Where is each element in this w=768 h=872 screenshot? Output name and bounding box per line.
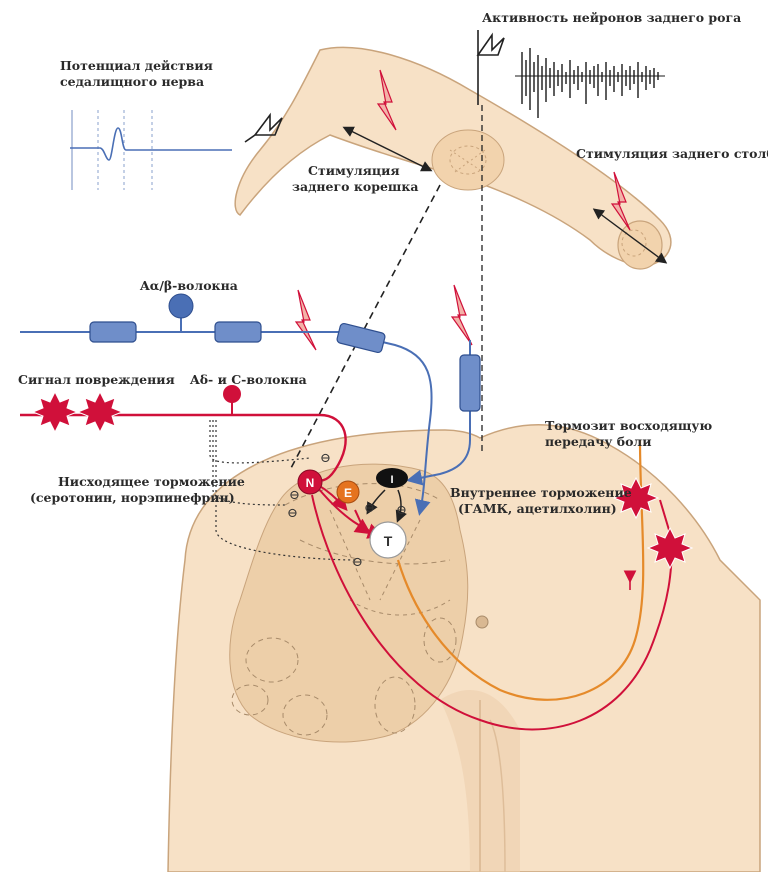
descending-inhibition-label-2: (серотонин, норэпинефрин) <box>30 490 235 505</box>
dorsal-root-stim-label-2: заднего корешка <box>292 179 418 194</box>
inhibits-ascending-label-2: передачу боли <box>545 434 652 449</box>
adelta-c-fibers-label: Aδ- и C-волокна <box>189 372 307 387</box>
burst-icon <box>648 528 692 568</box>
neuron-i: I <box>376 468 408 488</box>
dorsal-root-stim-label: Стимуляция <box>308 163 400 178</box>
inhibition-sign: ⊖ <box>320 451 331 466</box>
inhibits-ascending-label: Тормозит восходящую <box>545 418 712 433</box>
neuron-n-label: N <box>306 476 315 490</box>
lightning-icon <box>296 290 316 350</box>
internal-inhibition-label: Внутреннее торможение <box>450 485 632 500</box>
dorsal-horn-activity-trace <box>515 48 665 118</box>
descending-inhibition-label: Нисходящее торможение <box>58 474 245 489</box>
neuron-i-label: I <box>390 474 393 486</box>
projection-line <box>290 185 440 470</box>
neuron-e: E <box>337 481 359 503</box>
lightning-icon <box>452 285 472 345</box>
neuron-e-label: E <box>344 486 352 500</box>
neuron-t: T <box>370 522 406 558</box>
abeta-fibers-label: Aα/β-волокна <box>139 278 238 293</box>
inhibition-sign: ⊖ <box>289 488 300 503</box>
neuron-n: N <box>298 470 322 494</box>
dorsal-column-stim-label: Стимуляция заднего столба <box>576 146 768 161</box>
action-potential-label: Потенциал действия <box>60 58 213 73</box>
action-potential-label-2: седалищного нерва <box>60 74 204 89</box>
inhibition-sign: ⊖ <box>364 501 375 516</box>
internal-inhibition-label-2: (ГАМК, ацетилхолин) <box>458 501 617 516</box>
dorsal-horn-activity-label: Активность нейронов заднего рога <box>482 10 741 25</box>
inhibition-sign: ⊖ <box>396 503 407 518</box>
neuron-t-label: T <box>384 533 393 549</box>
inhibition-sign: ⊖ <box>287 506 298 521</box>
injury-signal-label: Сигнал повреждения <box>18 372 175 387</box>
inhibition-sign: ⊖ <box>352 555 363 570</box>
action-potential-trace <box>70 110 232 190</box>
electrode-icon <box>478 30 504 105</box>
